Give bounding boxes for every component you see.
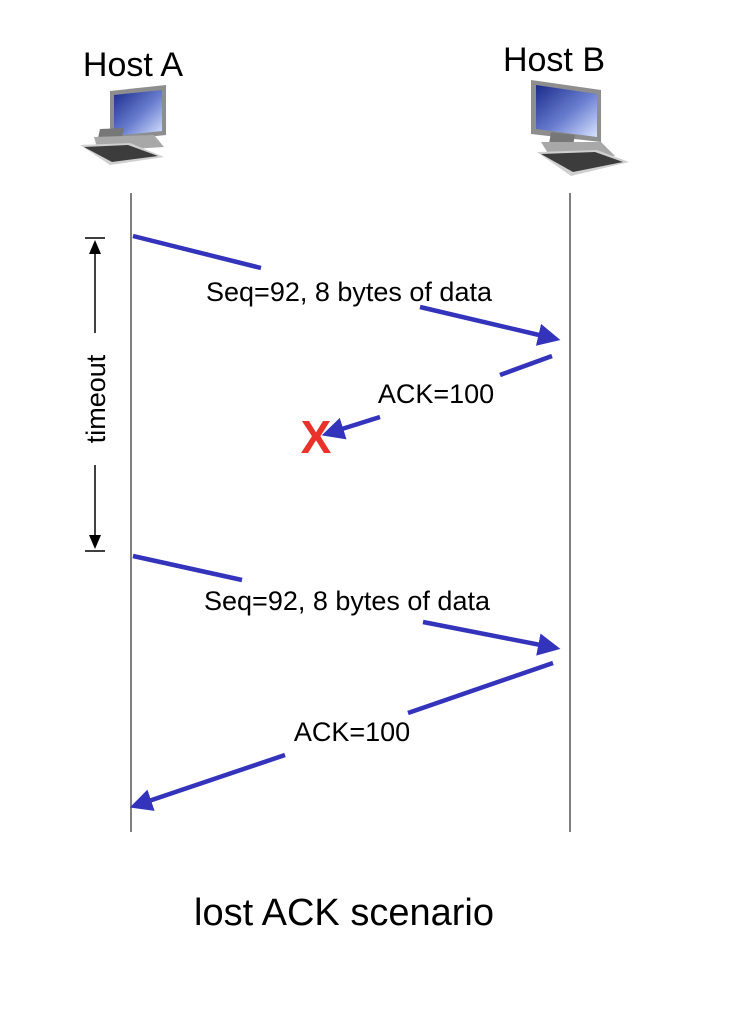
host-a: Host A [80,46,183,165]
ack-2-label: ACK=100 [294,717,410,747]
computer-icon [531,80,629,176]
host-b: Host B [503,41,629,176]
loss-marker-icon: X [301,411,332,463]
segment-2-label: Seq=92, 8 bytes of data [204,586,491,616]
segment-1-label: Seq=92, 8 bytes of data [206,277,493,307]
ack-2: ACK=100 [129,660,554,811]
host-a-label: Host A [83,46,183,84]
diagram-caption: lost ACK scenario [194,892,494,934]
data-segment-2: Seq=92, 8 bytes of data [132,553,561,656]
timeout-label: timeout [81,354,111,443]
timeout-interval: timeout [81,237,111,552]
host-b-label: Host B [503,41,605,79]
data-segment-1: Seq=92, 8 bytes of data [132,233,561,346]
ack-1-lost: ACK=100 X [301,353,553,463]
computer-icon [80,85,166,165]
ack-1-label: ACK=100 [378,379,494,409]
